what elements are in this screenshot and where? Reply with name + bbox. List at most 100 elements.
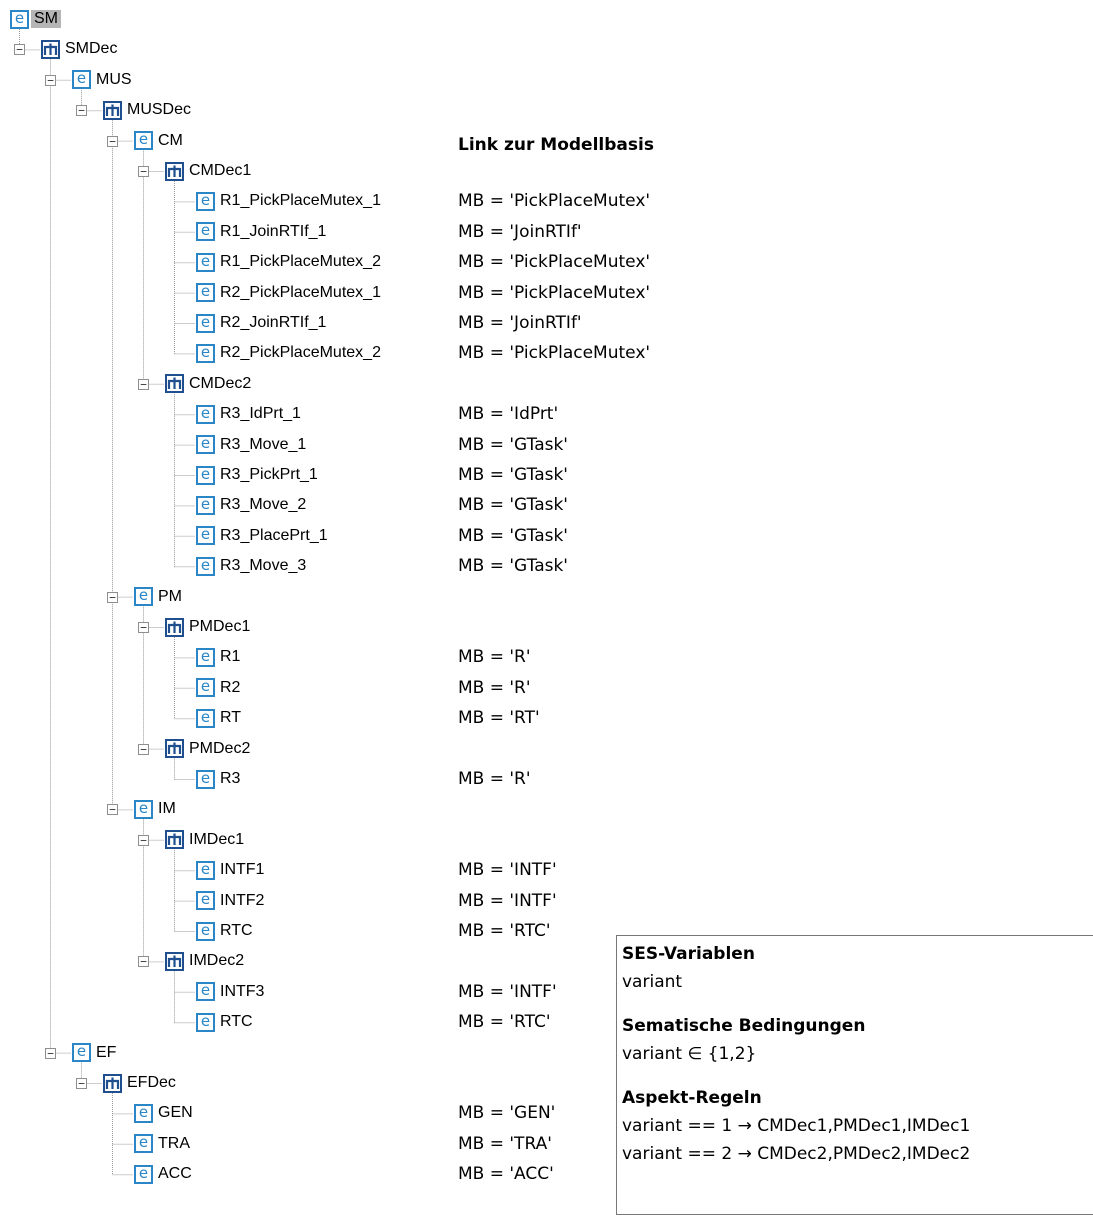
- collapse-minus-icon[interactable]: −: [138, 956, 149, 968]
- tree-node-label: R2_PickPlaceMutex_1: [220, 283, 381, 301]
- tree-node-decomposition[interactable]: IMDec2: [165, 949, 244, 973]
- tree-node-label: R1_JoinRTIf_1: [220, 222, 327, 240]
- tree-node-label: PMDec2: [189, 739, 251, 757]
- collapse-minus-icon[interactable]: −: [138, 834, 149, 846]
- model-base-link: MB = 'GTask': [458, 434, 568, 455]
- tree-node-entity[interactable]: e R3_PickPrt_1: [196, 463, 318, 487]
- tree-node-label: RT: [220, 709, 242, 727]
- entity-e-icon: e: [134, 1134, 153, 1154]
- tree-node-label: INTF1: [220, 861, 265, 879]
- ses-variables-value: variant: [622, 972, 683, 992]
- tree-node-entity[interactable]: e R2_PickPlaceMutex_1: [196, 281, 381, 305]
- tree-node-label: RTC: [220, 922, 253, 939]
- tree-node-decomposition[interactable]: SMDec: [41, 37, 117, 61]
- tree-node-entity[interactable]: e R3_Move_1: [196, 433, 306, 457]
- tree-node-label: R1_PickPlaceMutex_1: [220, 192, 381, 210]
- collapse-minus-icon[interactable]: −: [107, 804, 118, 816]
- tree-node-decomposition[interactable]: MUSDec: [103, 98, 191, 122]
- tree-node-label: INTF3: [220, 982, 265, 1000]
- collapse-minus-icon[interactable]: −: [45, 74, 56, 86]
- tree-node-label: MUS: [96, 70, 132, 88]
- entity-e-icon: e: [196, 860, 215, 880]
- tree-node-label: R1: [220, 648, 241, 666]
- tree-node-label: EF: [96, 1043, 117, 1061]
- tree-node-entity[interactable]: e INTF1: [196, 858, 264, 882]
- ses-info-panel: SES-Variablen variant Sematische Bedingu…: [616, 935, 1093, 1215]
- collapse-minus-icon[interactable]: −: [107, 591, 118, 603]
- collapse-minus-icon[interactable]: −: [107, 135, 118, 147]
- collapse-minus-icon[interactable]: −: [138, 622, 149, 633]
- entity-e-icon: e: [196, 495, 215, 515]
- collapse-minus-icon[interactable]: −: [45, 1047, 56, 1059]
- decomposition-icon: [165, 617, 184, 637]
- model-base-link: MB = 'R': [458, 769, 531, 789]
- tree-node-decomposition[interactable]: CMDec2: [165, 372, 251, 396]
- tree-node-decomposition[interactable]: PMDec1: [165, 615, 250, 639]
- entity-e-icon: e: [196, 465, 215, 485]
- aspect-rule: variant == 2 → CMDec2,PMDec2,IMDec2: [622, 1144, 971, 1164]
- tree-node-label: R3_PickPrt_1: [220, 466, 318, 483]
- collapse-minus-icon[interactable]: −: [76, 1078, 87, 1089]
- tree-node-label: CMDec2: [189, 374, 252, 392]
- tree-node-label: IM: [158, 800, 176, 818]
- tree-node-decomposition[interactable]: PMDec2: [165, 737, 250, 761]
- model-base-link: MB = 'INTF': [458, 981, 557, 1002]
- collapse-minus-icon[interactable]: −: [138, 743, 149, 755]
- entity-e-icon: e: [10, 9, 29, 29]
- model-base-link: MB = 'GTask': [458, 556, 568, 577]
- model-base-link: MB = 'PickPlaceMutex': [458, 343, 651, 364]
- collapse-minus-icon[interactable]: −: [14, 44, 25, 56]
- tree-node-label: R3_Move_1: [220, 435, 307, 453]
- collapse-minus-icon[interactable]: −: [76, 105, 87, 117]
- tree-node-label: R3_IdPrt_1: [220, 405, 301, 423]
- entity-e-icon: e: [196, 556, 215, 576]
- tree-node-entity[interactable]: e RTC: [196, 919, 253, 943]
- tree-node-decomposition[interactable]: IMDec1: [165, 828, 244, 852]
- tree-node-decomposition[interactable]: EFDec: [103, 1071, 176, 1095]
- semantic-conditions-value: variant ∈ {1,2}: [622, 1044, 757, 1064]
- collapse-minus-icon[interactable]: −: [138, 166, 149, 177]
- tree-node-label: MUSDec: [127, 101, 192, 119]
- entity-e-icon: e: [196, 435, 215, 455]
- tree-node-label: IMDec1: [189, 830, 245, 848]
- decomposition-icon: [103, 1073, 122, 1093]
- collapse-minus-icon[interactable]: −: [138, 378, 149, 390]
- entity-e-icon: e: [196, 283, 215, 303]
- entity-e-icon: e: [196, 921, 215, 941]
- model-base-link: MB = 'INTF': [458, 890, 557, 911]
- model-base-link: MB = 'R': [458, 647, 531, 668]
- decomposition-icon: [165, 161, 184, 181]
- tree-node-label: R2: [220, 678, 241, 696]
- aspect-rule: variant == 1 → CMDec1,PMDec1,IMDec1: [622, 1116, 971, 1136]
- model-base-link: MB = 'TRA': [458, 1133, 552, 1154]
- tree-node-decomposition[interactable]: CMDec1: [165, 159, 251, 183]
- model-base-link: MB = 'GTask': [458, 525, 568, 546]
